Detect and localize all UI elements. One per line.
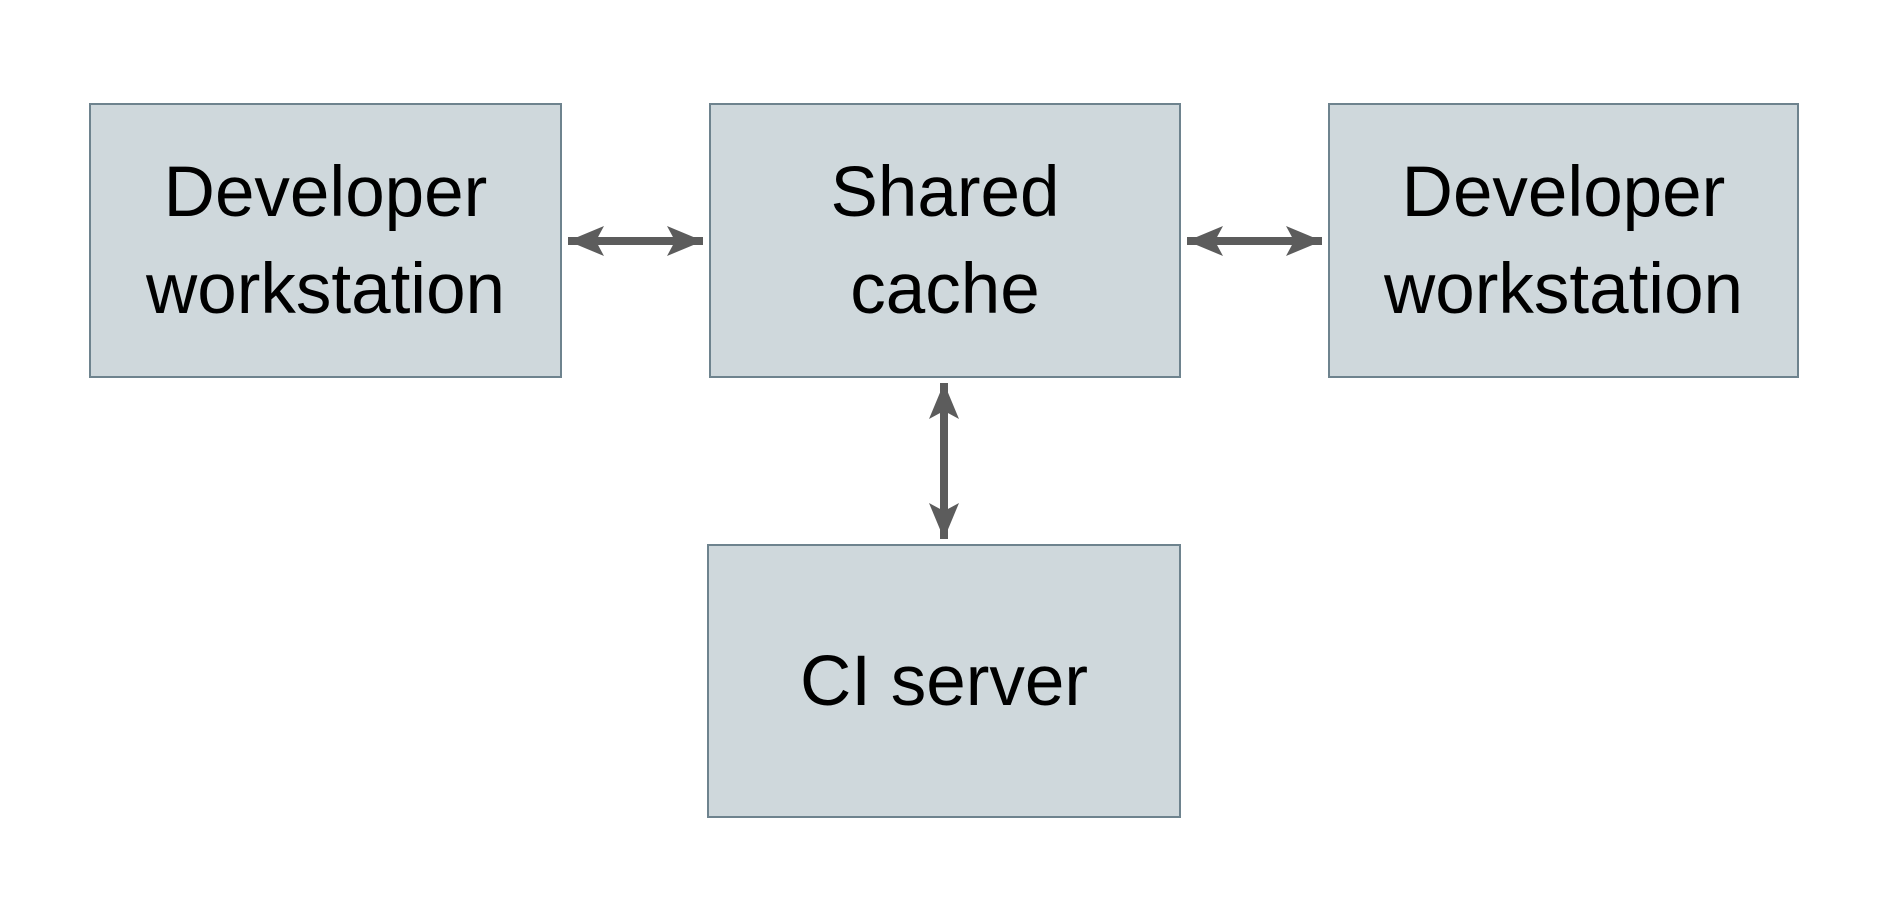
node-label-line: Shared <box>830 152 1060 232</box>
node-label-line: workstation <box>145 249 506 329</box>
node-developer-workstation-right: Developer workstation <box>1328 103 1799 378</box>
node-label-line: cache <box>850 249 1040 329</box>
node-label-line: workstation <box>1383 249 1744 329</box>
node-developer-workstation-left: Developer workstation <box>89 103 562 378</box>
node-label-line: CI server <box>800 641 1088 721</box>
node-label-line: Developer <box>163 152 488 232</box>
node-shared-cache: Shared cache <box>709 103 1181 378</box>
node-ci-server: CI server <box>707 544 1181 818</box>
node-label-line: Developer <box>1401 152 1726 232</box>
